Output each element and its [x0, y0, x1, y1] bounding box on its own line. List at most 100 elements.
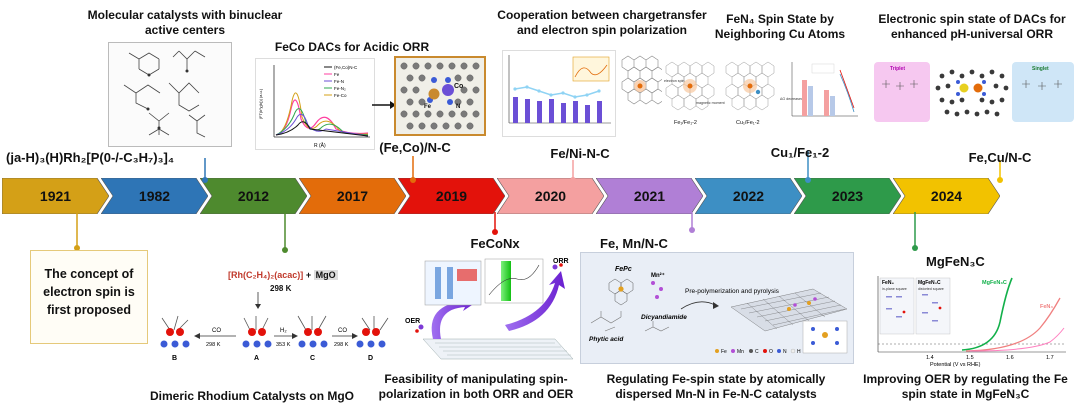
year-label-2023: 2023 — [831, 188, 864, 204]
connector-dot-2012 — [282, 247, 288, 253]
xtick-1-6: 1.6 — [1006, 355, 1014, 361]
connector-dot-2017 — [410, 177, 416, 183]
year-label-2019: 2019 — [435, 188, 468, 204]
timeline-arrow-shape-2017 — [299, 178, 406, 214]
legend-h: H — [797, 349, 801, 355]
fe-mn-synthesis: FePc Mn²⁺ Pre-polymerization and pyrolys… — [589, 266, 848, 355]
timeline-segment-2019: 2019 — [398, 178, 505, 214]
step-h2: H₂ — [280, 328, 287, 334]
exafs-legend-0: (Fe,Co)N-C — [334, 65, 358, 70]
year-label-2022: 2022 — [732, 188, 765, 204]
box-fen4: FeN₄ — [882, 280, 894, 286]
year-label-2017: 2017 — [336, 188, 369, 204]
step-temp-1: 298 K — [206, 342, 221, 348]
legend-o: O — [769, 349, 773, 355]
legend-fe: Fe — [721, 349, 727, 355]
panel-2021: FePc Mn²⁺ Pre-polymerization and pyrolys… — [580, 252, 854, 364]
atom-label-fe: Fe — [424, 104, 432, 110]
tag-singlet: Singlet — [1032, 66, 1049, 72]
timeline-arrow-shape-2020 — [497, 178, 604, 214]
timeline-arrow-shape-2024 — [893, 178, 1000, 214]
title-2017: FeCo DACs for Acidic ORR — [274, 40, 430, 54]
pre-label: Pre-polymerization and pyrolysis — [685, 288, 780, 295]
mgfen3c-oer-plot: FeN₄ MgFeN₃C in-plane square distorted s… — [877, 276, 1066, 368]
timeline-arrow-shape-2022 — [695, 178, 802, 214]
exafs-legend-2: Fe-N — [334, 79, 344, 84]
legend-c: C — [755, 349, 759, 355]
step-co-1: CO — [212, 328, 221, 334]
arrow-right-icon — [372, 101, 396, 109]
exafs-plot: |FT(k³χ(k))| (a.u.) R (Å) (Fe,Co)N-C Fe … — [258, 65, 370, 149]
caption-fe1fe1: Fe₁/Fe₁-2 — [674, 120, 697, 126]
letter-b: B — [172, 355, 177, 362]
dicy-label: Dicyandiamide — [641, 314, 687, 321]
reagent-line-2012: [Rh(C₂H₄)₂(acac)] + MgO — [228, 270, 338, 280]
exafs-xlabel: R (Å) — [314, 142, 326, 149]
year-label-1982: 1982 — [138, 188, 171, 204]
delta-g-annotation: ΔG decreased — [780, 97, 803, 101]
panel-2019: ORR OER — [405, 255, 580, 363]
timeline-segment-2020: 2020 — [497, 178, 604, 214]
oer-label: OER — [405, 318, 420, 325]
legend-mn: Mn — [737, 349, 744, 355]
connector-dot-2019 — [492, 229, 498, 235]
year-label-2021: 2021 — [633, 188, 666, 204]
sub-in-plane: in-plane square — [882, 287, 907, 291]
xtick-1-5: 1.5 — [966, 355, 974, 361]
connector-dot-2022 — [805, 177, 811, 183]
orr-label: ORR — [553, 258, 569, 265]
reagent-rh: [Rh(C₂H₄)₂(acac)] — [228, 270, 304, 280]
panel-2022: electron spin magnetic moment Fe₁/Fe₁-2 … — [662, 56, 862, 136]
exafs-legend-1: Fe — [334, 72, 340, 77]
panel-2020-chart — [502, 50, 616, 137]
series-fen4: FeN₄ — [1040, 304, 1053, 310]
atom-label-co: Co — [454, 83, 463, 90]
timeline-arrow-shape-2023 — [794, 178, 901, 214]
step-temp-2: 353 K — [276, 342, 291, 348]
xtick-1-7: 1.7 — [1046, 355, 1054, 361]
sub-distorted: distorted square — [918, 287, 944, 291]
label-2022: Cu₁/Fe₁-2 — [770, 145, 830, 160]
connector-dot-2020 — [570, 177, 576, 183]
exafs-legend-4: Fe-Co — [334, 93, 347, 98]
xlabel-2023: Potential (V vs RHE) — [930, 362, 981, 368]
panel-2017-dac-structure: Co Fe N — [394, 56, 486, 136]
panel-2012-rhodium: [Rh(C₂H₄)₂(acac)] + MgO 298 K CO 298 K H… — [160, 256, 410, 386]
moment-annotation: magnetic moment — [696, 101, 725, 105]
tag-triplet: Triplet — [890, 66, 905, 72]
panel-2020-lattice — [620, 50, 662, 135]
connector-dot-2024 — [997, 177, 1003, 183]
honeycomb-lattice-2020 — [621, 55, 662, 105]
caption-2021: Regulating Fe-spin state by atomically d… — [606, 372, 826, 401]
exafs-ylabel: |FT(k³χ(k))| (a.u.) — [258, 88, 263, 119]
letter-c: C — [310, 355, 315, 362]
title-2020: Cooperation between chargetransfer and e… — [497, 8, 707, 37]
dac-spin-diagram: Triplet Singlet — [874, 62, 1074, 122]
label-2023: MgFeN₃C — [926, 254, 985, 269]
text-1921: The concept of electron spin is first pr… — [43, 267, 135, 317]
co-atom — [442, 84, 454, 96]
year-label-2020: 2020 — [534, 188, 567, 204]
timeline-segment-2022: 2022 — [695, 178, 802, 214]
year-label-2024: 2024 — [930, 188, 963, 204]
connector-dot-1982 — [202, 177, 208, 183]
rhodium-scheme: CO 298 K H₂ 353 K CO 298 K B A C D — [160, 292, 389, 362]
reagent-mgo: MgO — [313, 270, 338, 280]
timeline-arrow-shape-2021 — [596, 178, 703, 214]
title-2022: FeN₄ Spin State by Neighboring Cu Atoms — [714, 12, 846, 41]
xtick-1-4: 1.4 — [926, 355, 934, 361]
step-co-2: CO — [338, 328, 347, 334]
fepc-label: FePc — [615, 266, 632, 273]
panel-2017-exafs-plot: |FT(k³χ(k))| (a.u.) R (Å) (Fe,Co)N-C Fe … — [255, 58, 375, 150]
mn-label: Mn²⁺ — [651, 272, 665, 279]
letter-a: A — [254, 355, 259, 362]
timeline-segment-2017: 2017 — [299, 178, 406, 214]
label-2024: Fe,Cu/N-C — [968, 150, 1032, 165]
panel-2024: Triplet Singlet — [872, 56, 1076, 134]
molecule-drawings — [123, 50, 206, 138]
connector-dot-1921 — [74, 245, 80, 251]
temp-2012: 298 K — [270, 284, 292, 293]
timeline-arrow-shape-2019 — [398, 178, 505, 214]
year-label-2012: 2012 — [237, 188, 270, 204]
